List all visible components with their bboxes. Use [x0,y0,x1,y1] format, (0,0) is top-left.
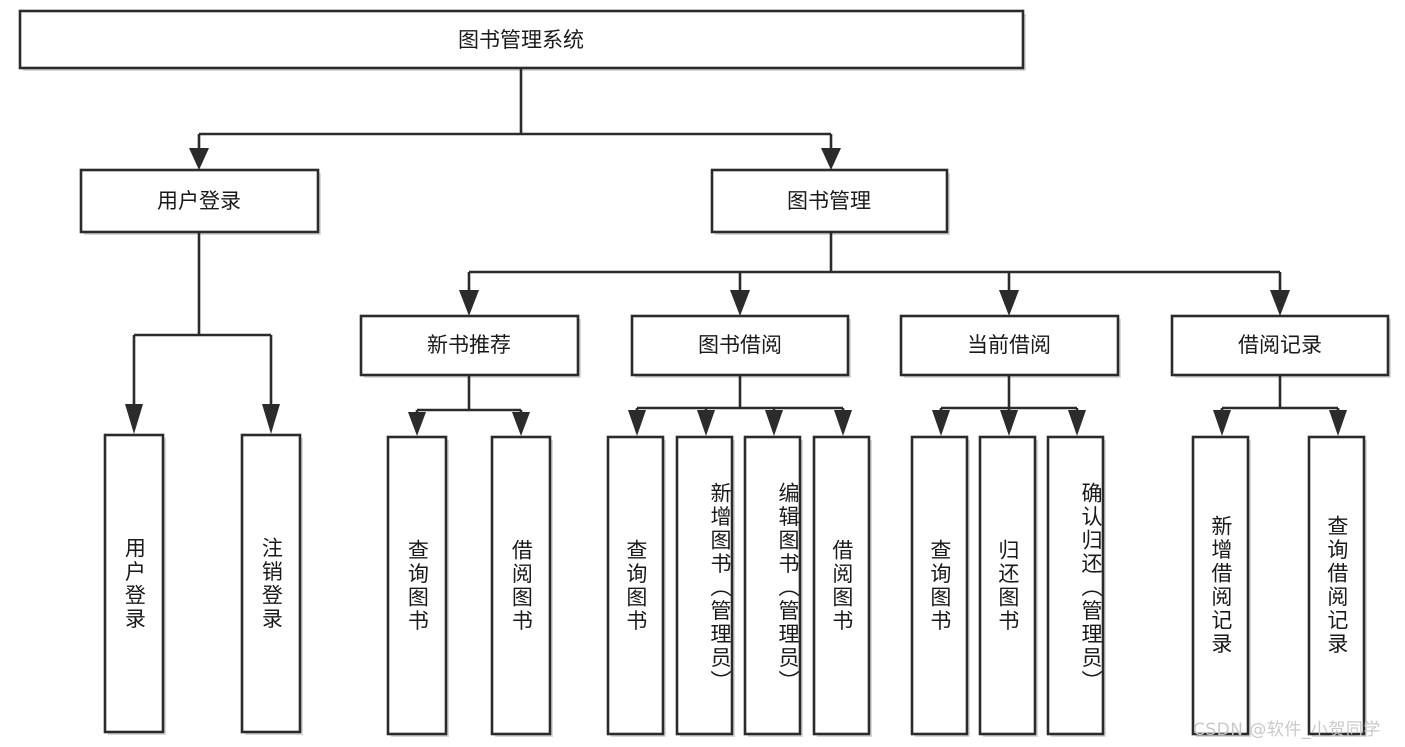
leaf-node-confirm-return[interactable] [1046,435,1106,737]
node-root-label: 图书管理系统 [458,28,584,52]
leaf-return-book-box [978,435,1037,736]
arrowhead-leaf-borrow-book-2 [834,410,852,436]
node-book-manage-label: 图书管理 [787,189,871,213]
node-user-login-label: 用户登录 [157,189,241,213]
leaf-query-book-2-box [606,435,665,736]
arrowhead-book-borrow [730,290,750,316]
arrowhead-new-book-recommend [459,290,479,316]
leaf-node-user-login[interactable] [103,433,166,735]
leaf-user-login-box [103,433,165,734]
node-user-login-box [79,168,320,234]
node-root[interactable] [18,9,1026,71]
leaf-node-query-book-1[interactable] [386,435,449,737]
node-borrow-record-label: 借阅记录 [1238,333,1322,357]
leaf-confirm-return-box [1046,435,1105,736]
leaf-borrow-book-1-box [490,435,552,736]
leaf-node-borrow-book-1[interactable] [490,435,553,737]
leaf-query-book-3-box [910,435,969,736]
leaf-node-query-book-3[interactable] [910,435,970,737]
leaf-node-query-book-2[interactable] [606,435,666,737]
leaf-edit-book-box [743,435,802,736]
arrowhead-leaf-add-borrow-record [1213,410,1231,436]
leaf-node-return-book[interactable] [978,435,1038,737]
leaf-node-edit-book[interactable] [743,435,803,737]
arrowhead-leaf-user-login [125,404,143,434]
node-current-borrow-label: 当前借阅 [967,333,1051,357]
leaf-node-query-borrow-record[interactable] [1307,435,1367,737]
arrowhead-user-login [189,148,209,170]
leaf-node-logout-login[interactable] [240,433,303,735]
arrowhead-current-borrow [999,290,1019,316]
arrowhead-leaf-logout-login [262,404,280,434]
leaf-add-book-box [675,435,734,736]
node-new-book-recommend[interactable] [359,314,581,378]
arrowhead-leaf-query-book-2 [628,410,646,436]
node-current-borrow[interactable] [899,314,1121,378]
arrowhead-leaf-edit-book [765,410,783,436]
arrowhead-leaf-query-borrow-record [1329,410,1347,436]
leaf-node-borrow-book-2[interactable] [812,435,872,737]
node-book-manage-box [710,168,949,234]
leaf-node-add-book[interactable] [675,435,735,737]
arrowhead-book-manage [821,148,841,170]
leaf-add-borrow-record-box [1191,435,1250,736]
arrowhead-borrow-record [1270,290,1290,316]
node-new-book-recommend-box [359,314,580,377]
node-current-borrow-box [899,314,1120,377]
arrowhead-leaf-return-book [1000,410,1018,436]
arrowhead-leaf-add-book [697,410,715,436]
node-root-box [18,9,1025,70]
leaf-borrow-book-2-box [812,435,871,736]
node-new-book-recommend-label: 新书推荐 [427,333,511,357]
arrowhead-leaf-query-book-3 [932,410,950,436]
node-book-borrow-label: 图书借阅 [698,333,782,357]
arrowhead-leaf-confirm-return [1068,410,1086,436]
node-book-borrow[interactable] [630,314,851,378]
node-user-login[interactable] [79,168,321,235]
node-book-manage[interactable] [710,168,950,235]
leaf-node-add-borrow-record[interactable] [1191,435,1251,737]
leaf-query-borrow-record-box [1307,435,1366,736]
arrowhead-leaf-borrow-book-1 [512,412,530,436]
arrowhead-leaf-query-book-1 [408,412,426,436]
node-borrow-record-box [1170,314,1390,377]
csdn-watermark: CSDN @软件_小贺同学 [1193,720,1381,740]
node-borrow-record[interactable] [1170,314,1391,378]
leaf-logout-login-box [240,433,302,734]
leaf-query-book-1-box [386,435,448,736]
